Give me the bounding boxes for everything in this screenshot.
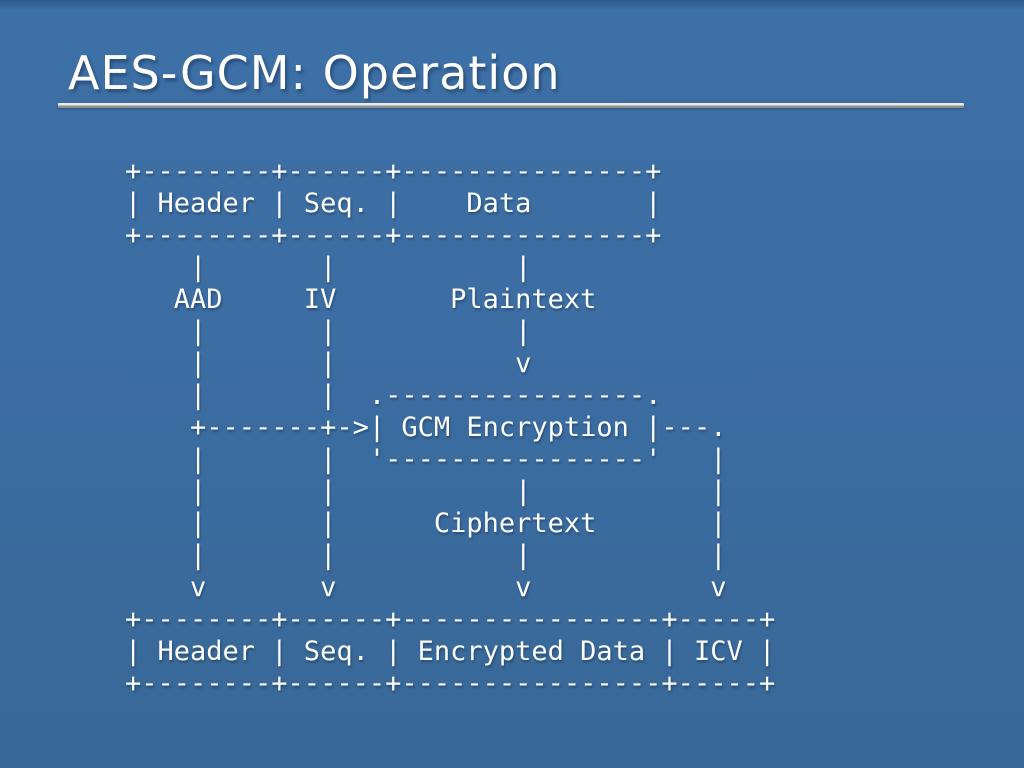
- title-divider-line: [58, 103, 964, 108]
- aes-gcm-ascii-flow-diagram: +--------+------+---------------+ | Head…: [125, 156, 776, 699]
- slide-title: AES-GCM: Operation: [68, 46, 561, 100]
